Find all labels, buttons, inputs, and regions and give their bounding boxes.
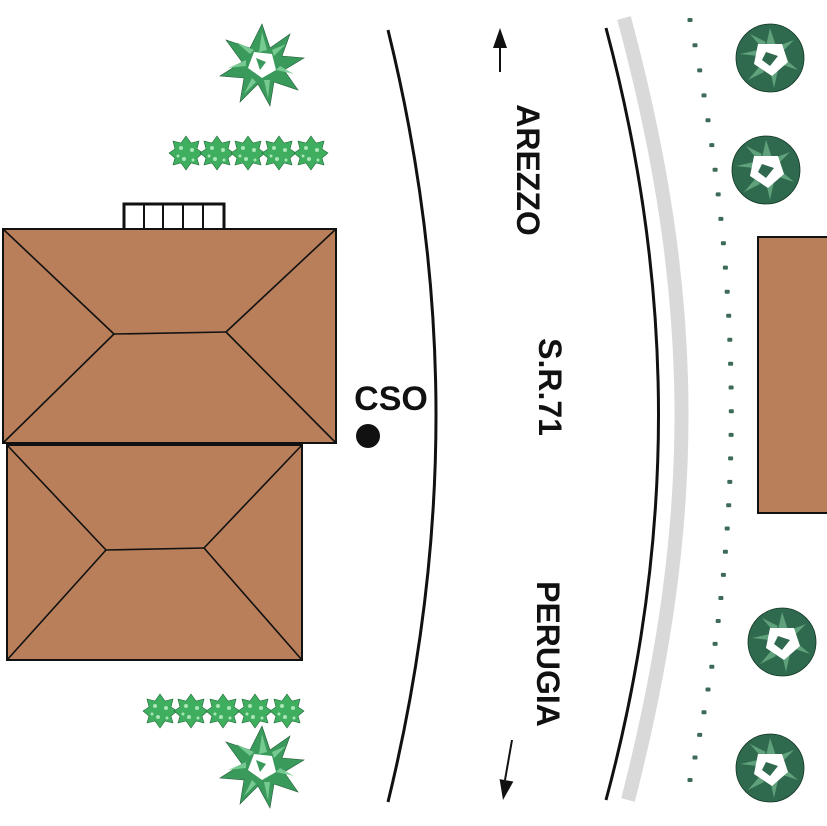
balcony-railing — [122, 202, 226, 229]
post-icon — [705, 687, 711, 692]
post-icon — [718, 596, 724, 600]
post-icon — [712, 641, 718, 646]
arrow-icon — [493, 28, 507, 72]
post-icon — [697, 732, 703, 737]
tree-icon — [219, 725, 305, 809]
road-edge-east — [604, 27, 660, 801]
road-edge-west — [386, 29, 438, 803]
road-name-label: S.R.71 — [532, 338, 568, 436]
post-icon — [720, 572, 726, 577]
post-icon — [722, 549, 728, 554]
post-icon — [724, 289, 730, 294]
post-icon — [728, 456, 734, 461]
post-icon — [697, 68, 703, 73]
direction-label-perugia: PERUGIA — [530, 581, 566, 727]
hedge-icon — [142, 693, 305, 729]
post-icon — [712, 167, 718, 172]
post-icon — [728, 361, 734, 366]
post-icon — [726, 503, 732, 508]
sidewalk — [617, 16, 689, 802]
building-roof-north — [2, 228, 337, 444]
post-icon — [727, 479, 733, 484]
posts-line — [687, 18, 734, 782]
building-roof-east — [757, 236, 827, 514]
post-icon — [726, 313, 732, 318]
tree-icon — [735, 23, 805, 93]
tree-icon — [735, 733, 805, 803]
post-icon — [724, 526, 730, 531]
post-icon — [728, 385, 734, 390]
post-icon — [701, 710, 707, 715]
post-icon — [692, 43, 698, 48]
post-icon — [692, 755, 698, 760]
tree-icon — [747, 607, 817, 677]
post-icon — [728, 432, 734, 437]
post-icon — [687, 778, 693, 782]
post-icon — [715, 192, 721, 197]
post-icon — [705, 118, 711, 123]
post-icon — [727, 337, 733, 342]
post-icon — [715, 619, 721, 623]
post-icon — [718, 216, 724, 221]
hedge-icon — [168, 135, 329, 171]
post-icon — [709, 664, 715, 669]
post-icon — [701, 93, 707, 98]
tree-icon — [219, 23, 305, 107]
post-icon — [728, 409, 734, 414]
post-icon — [709, 143, 715, 148]
post-icon — [722, 265, 728, 270]
tree-icon — [731, 135, 801, 205]
post-icon — [720, 241, 726, 246]
building-roof-south — [6, 444, 303, 661]
direction-label-arezzo: AREZZO — [510, 104, 546, 236]
arrow-icon — [496, 739, 514, 802]
station-dot-icon — [356, 424, 380, 448]
station-label: CSO — [354, 380, 428, 418]
post-icon — [687, 18, 693, 22]
